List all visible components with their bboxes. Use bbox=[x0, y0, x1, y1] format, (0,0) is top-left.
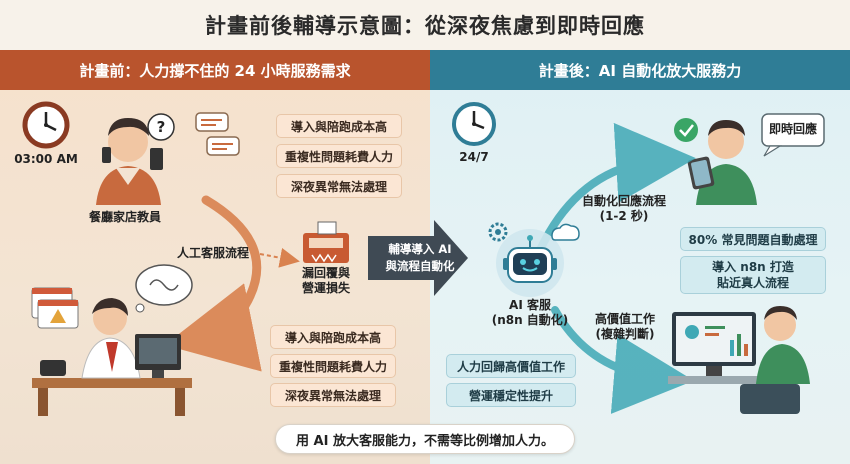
clock-24-icon bbox=[452, 102, 496, 146]
pain-point-pill: 深夜異常無法處理 bbox=[276, 174, 402, 198]
page-title: 計畫前後輔導示意圖：從深夜焦慮到即時回應 bbox=[0, 0, 850, 50]
svg-text:?: ? bbox=[157, 118, 166, 136]
bottom-banner: 用 AI 放大客服能力，不需等比例增加人力。 bbox=[275, 424, 575, 454]
check-badge-icon bbox=[674, 118, 698, 142]
cash-register-icon bbox=[303, 221, 349, 263]
auto-flow-label-line1: 自動化回應流程 bbox=[581, 194, 666, 208]
transition-label-line1: 輔導導入 AI bbox=[388, 242, 452, 256]
gear-icon bbox=[488, 222, 508, 242]
high-value-label-line1: 高價值工作 bbox=[594, 312, 655, 326]
high-value-label-line2: (複雜判斷) bbox=[595, 327, 655, 341]
after-header: 計畫後：AI 自動化放大服務力 bbox=[430, 50, 850, 90]
transition-label: 輔導導入 AI 與流程自動化 bbox=[372, 241, 468, 275]
warning-screen-icon bbox=[31, 287, 79, 329]
auto-response-arrow bbox=[536, 122, 696, 254]
loss-dashed-arrow bbox=[259, 247, 300, 268]
n8n-line1: 導入 n8n 打造 bbox=[712, 260, 794, 274]
pain-point-pill: 重複性問題耗費人力 bbox=[276, 144, 402, 168]
before-header: 計畫前：人力撐不住的 24 小時服務需求 bbox=[0, 50, 430, 90]
worker-label: 餐廳家店教員 bbox=[88, 210, 161, 224]
benefit-pill: 營運穩定性提升 bbox=[446, 383, 576, 407]
loss-label-line2: 營運損失 bbox=[301, 281, 350, 295]
question-bubble-icon: ? bbox=[147, 113, 175, 141]
clock-24-label: 24/7 bbox=[459, 150, 489, 164]
pain-point-pill: 導入與陪跑成本高 bbox=[276, 114, 402, 138]
cloud-sync-icon bbox=[551, 223, 580, 241]
manual-flow-arrow bbox=[164, 195, 262, 372]
speech-bubble bbox=[761, 113, 825, 147]
loss-label-line1: 漏回覆與 bbox=[301, 266, 350, 280]
ai-agent-label-line2: (n8n 自動化) bbox=[491, 313, 569, 327]
auto-flow-label-line2: (1-2 秒) bbox=[599, 209, 649, 223]
clock-time-label: 03:00 AM bbox=[14, 152, 78, 166]
stat-pill: 80% 常見問題自動處理 bbox=[680, 227, 826, 251]
ai-agent-label-line1: AI 客服 bbox=[509, 298, 551, 312]
worried-worker-icon bbox=[96, 118, 163, 205]
manual-flow-label: 人工客服流程 bbox=[176, 246, 249, 260]
happy-worker-icon bbox=[687, 120, 757, 205]
high-value-arrow bbox=[551, 306, 694, 414]
speech-text: 即時回應 bbox=[768, 122, 817, 136]
pain-point-pill: 深夜異常無法處理 bbox=[270, 383, 396, 407]
stressed-worker-icon bbox=[32, 298, 192, 416]
n8n-pill: 導入 n8n 打造 貼近真人流程 bbox=[680, 256, 826, 294]
chat-bubbles-icon bbox=[195, 112, 240, 156]
ai-robot-icon bbox=[496, 229, 564, 297]
transition-label-line2: 與流程自動化 bbox=[385, 259, 455, 273]
pain-point-pill: 重複性問題耗費人力 bbox=[270, 354, 396, 378]
stress-thought-icon bbox=[135, 264, 193, 313]
n8n-line2: 貼近真人流程 bbox=[716, 276, 789, 290]
dashboard-worker-icon bbox=[668, 306, 810, 414]
clock-icon bbox=[22, 101, 70, 149]
benefit-pill: 人力回歸高價值工作 bbox=[446, 354, 576, 378]
pain-point-pill: 導入與陪跑成本高 bbox=[270, 325, 396, 349]
center-transition-arrow bbox=[368, 220, 468, 296]
